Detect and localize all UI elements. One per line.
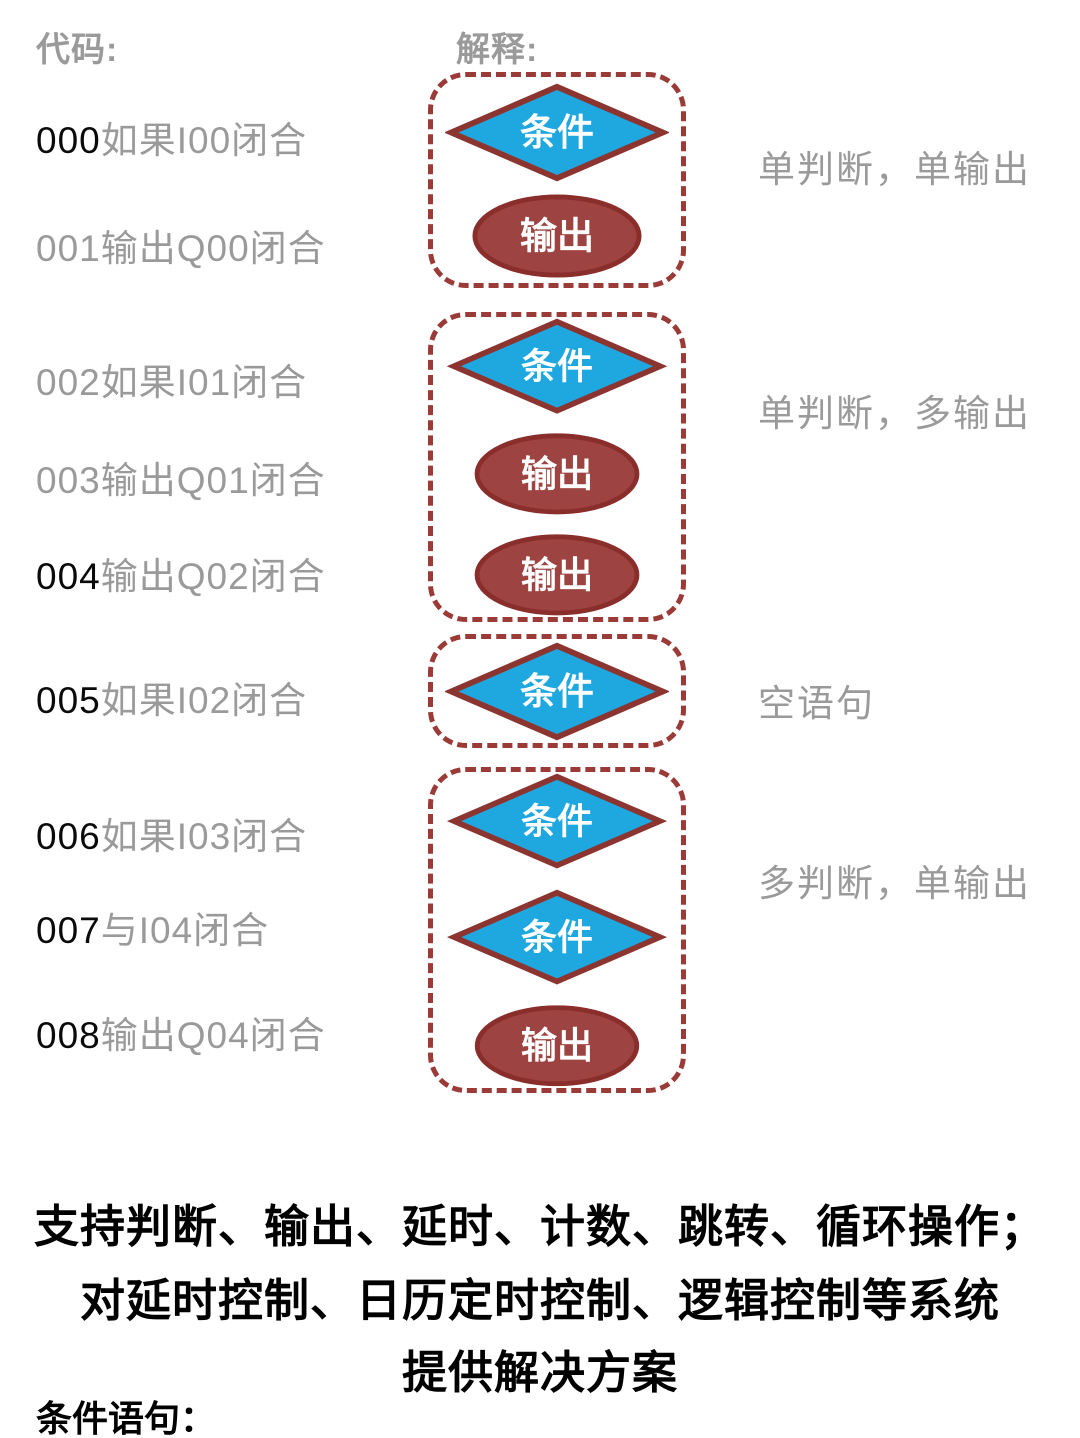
flow-group-2: 条件 输出 输出: [428, 312, 686, 622]
group-label-1: 单判断，单输出: [758, 149, 1031, 190]
code-line-number: 005: [36, 680, 101, 721]
condition-diamond: 条件: [445, 642, 669, 740]
code-line-001: 001输出Q00闭合: [36, 218, 326, 272]
code-line-008: 008输出Q04闭合: [36, 1005, 326, 1059]
footer-line-2: 对延时控制、日历定时控制、逻辑控制等系统: [79, 1275, 1000, 1326]
output-ellipse-label: 输出: [521, 555, 593, 596]
condition-diamond: 条件: [446, 318, 668, 414]
footer-line-1: 支持判断、输出、延时、计数、跳转、循环操作；: [33, 1201, 1046, 1252]
code-line-002: 002如果I01闭合: [36, 352, 307, 406]
code-line-003: 003输出Q01闭合: [36, 450, 326, 504]
code-line-number: 007: [36, 910, 101, 951]
code-line-text: 与I04闭合: [100, 910, 270, 951]
code-line-number: 006: [36, 816, 101, 857]
group-label-3: 空语句: [758, 683, 875, 724]
output-ellipse: 输出: [474, 1005, 640, 1087]
condition-diamond-label: 条件: [521, 918, 593, 958]
code-line-text: 如果I01闭合: [100, 362, 308, 403]
output-ellipse: 输出: [472, 193, 642, 278]
explain-column-header: 解释:: [456, 31, 539, 69]
code-line-000: 000如果I00闭合: [36, 110, 307, 164]
code-line-number: 004: [36, 556, 101, 597]
code-line-text: 输出Q01闭合: [100, 460, 326, 501]
code-line-number: 001: [36, 228, 101, 269]
output-ellipse-label: 输出: [521, 1026, 593, 1067]
code-line-007: 007与I04闭合: [36, 900, 269, 954]
output-ellipse: 输出: [474, 534, 640, 616]
flow-group-3: 条件: [428, 634, 686, 748]
output-ellipse-label: 输出: [521, 454, 593, 495]
flow-group-4: 条件 条件 输出: [428, 767, 686, 1093]
footer-line-3: 提供解决方案: [401, 1347, 678, 1398]
condition-diamond-label: 条件: [520, 671, 594, 712]
code-line-004: 004输出Q02闭合: [36, 546, 326, 600]
condition-diamond-label: 条件: [521, 801, 593, 841]
code-line-text: 如果I00闭合: [100, 120, 308, 161]
code-line-number: 000: [36, 120, 101, 161]
group-label-2: 单判断，多输出: [758, 393, 1031, 434]
condition-diamond-label: 条件: [520, 112, 594, 153]
condition-diamond-label: 条件: [521, 346, 593, 387]
condition-section-label: 条件语句：: [36, 1398, 217, 1438]
code-line-text: 如果I03闭合: [100, 816, 308, 857]
code-line-005: 005如果I02闭合: [36, 670, 307, 724]
condition-diamond: 条件: [446, 773, 668, 869]
condition-diamond: 条件: [445, 83, 669, 181]
flow-group-1: 条件 输出: [428, 72, 686, 288]
code-line-006: 006如果I03闭合: [36, 806, 307, 860]
output-ellipse-label: 输出: [520, 214, 594, 256]
code-line-number: 008: [36, 1015, 101, 1056]
code-line-text: 输出Q02闭合: [100, 556, 326, 597]
code-line-number: 003: [36, 460, 101, 501]
code-line-text: 如果I02闭合: [100, 680, 308, 721]
condition-diamond: 条件: [446, 889, 668, 985]
output-ellipse: 输出: [474, 433, 640, 515]
code-column-header: 代码:: [36, 31, 119, 69]
code-line-text: 输出Q00闭合: [100, 228, 326, 269]
group-label-4: 多判断，单输出: [758, 863, 1031, 904]
code-line-number: 002: [36, 362, 101, 403]
code-line-text: 输出Q04闭合: [100, 1015, 326, 1056]
